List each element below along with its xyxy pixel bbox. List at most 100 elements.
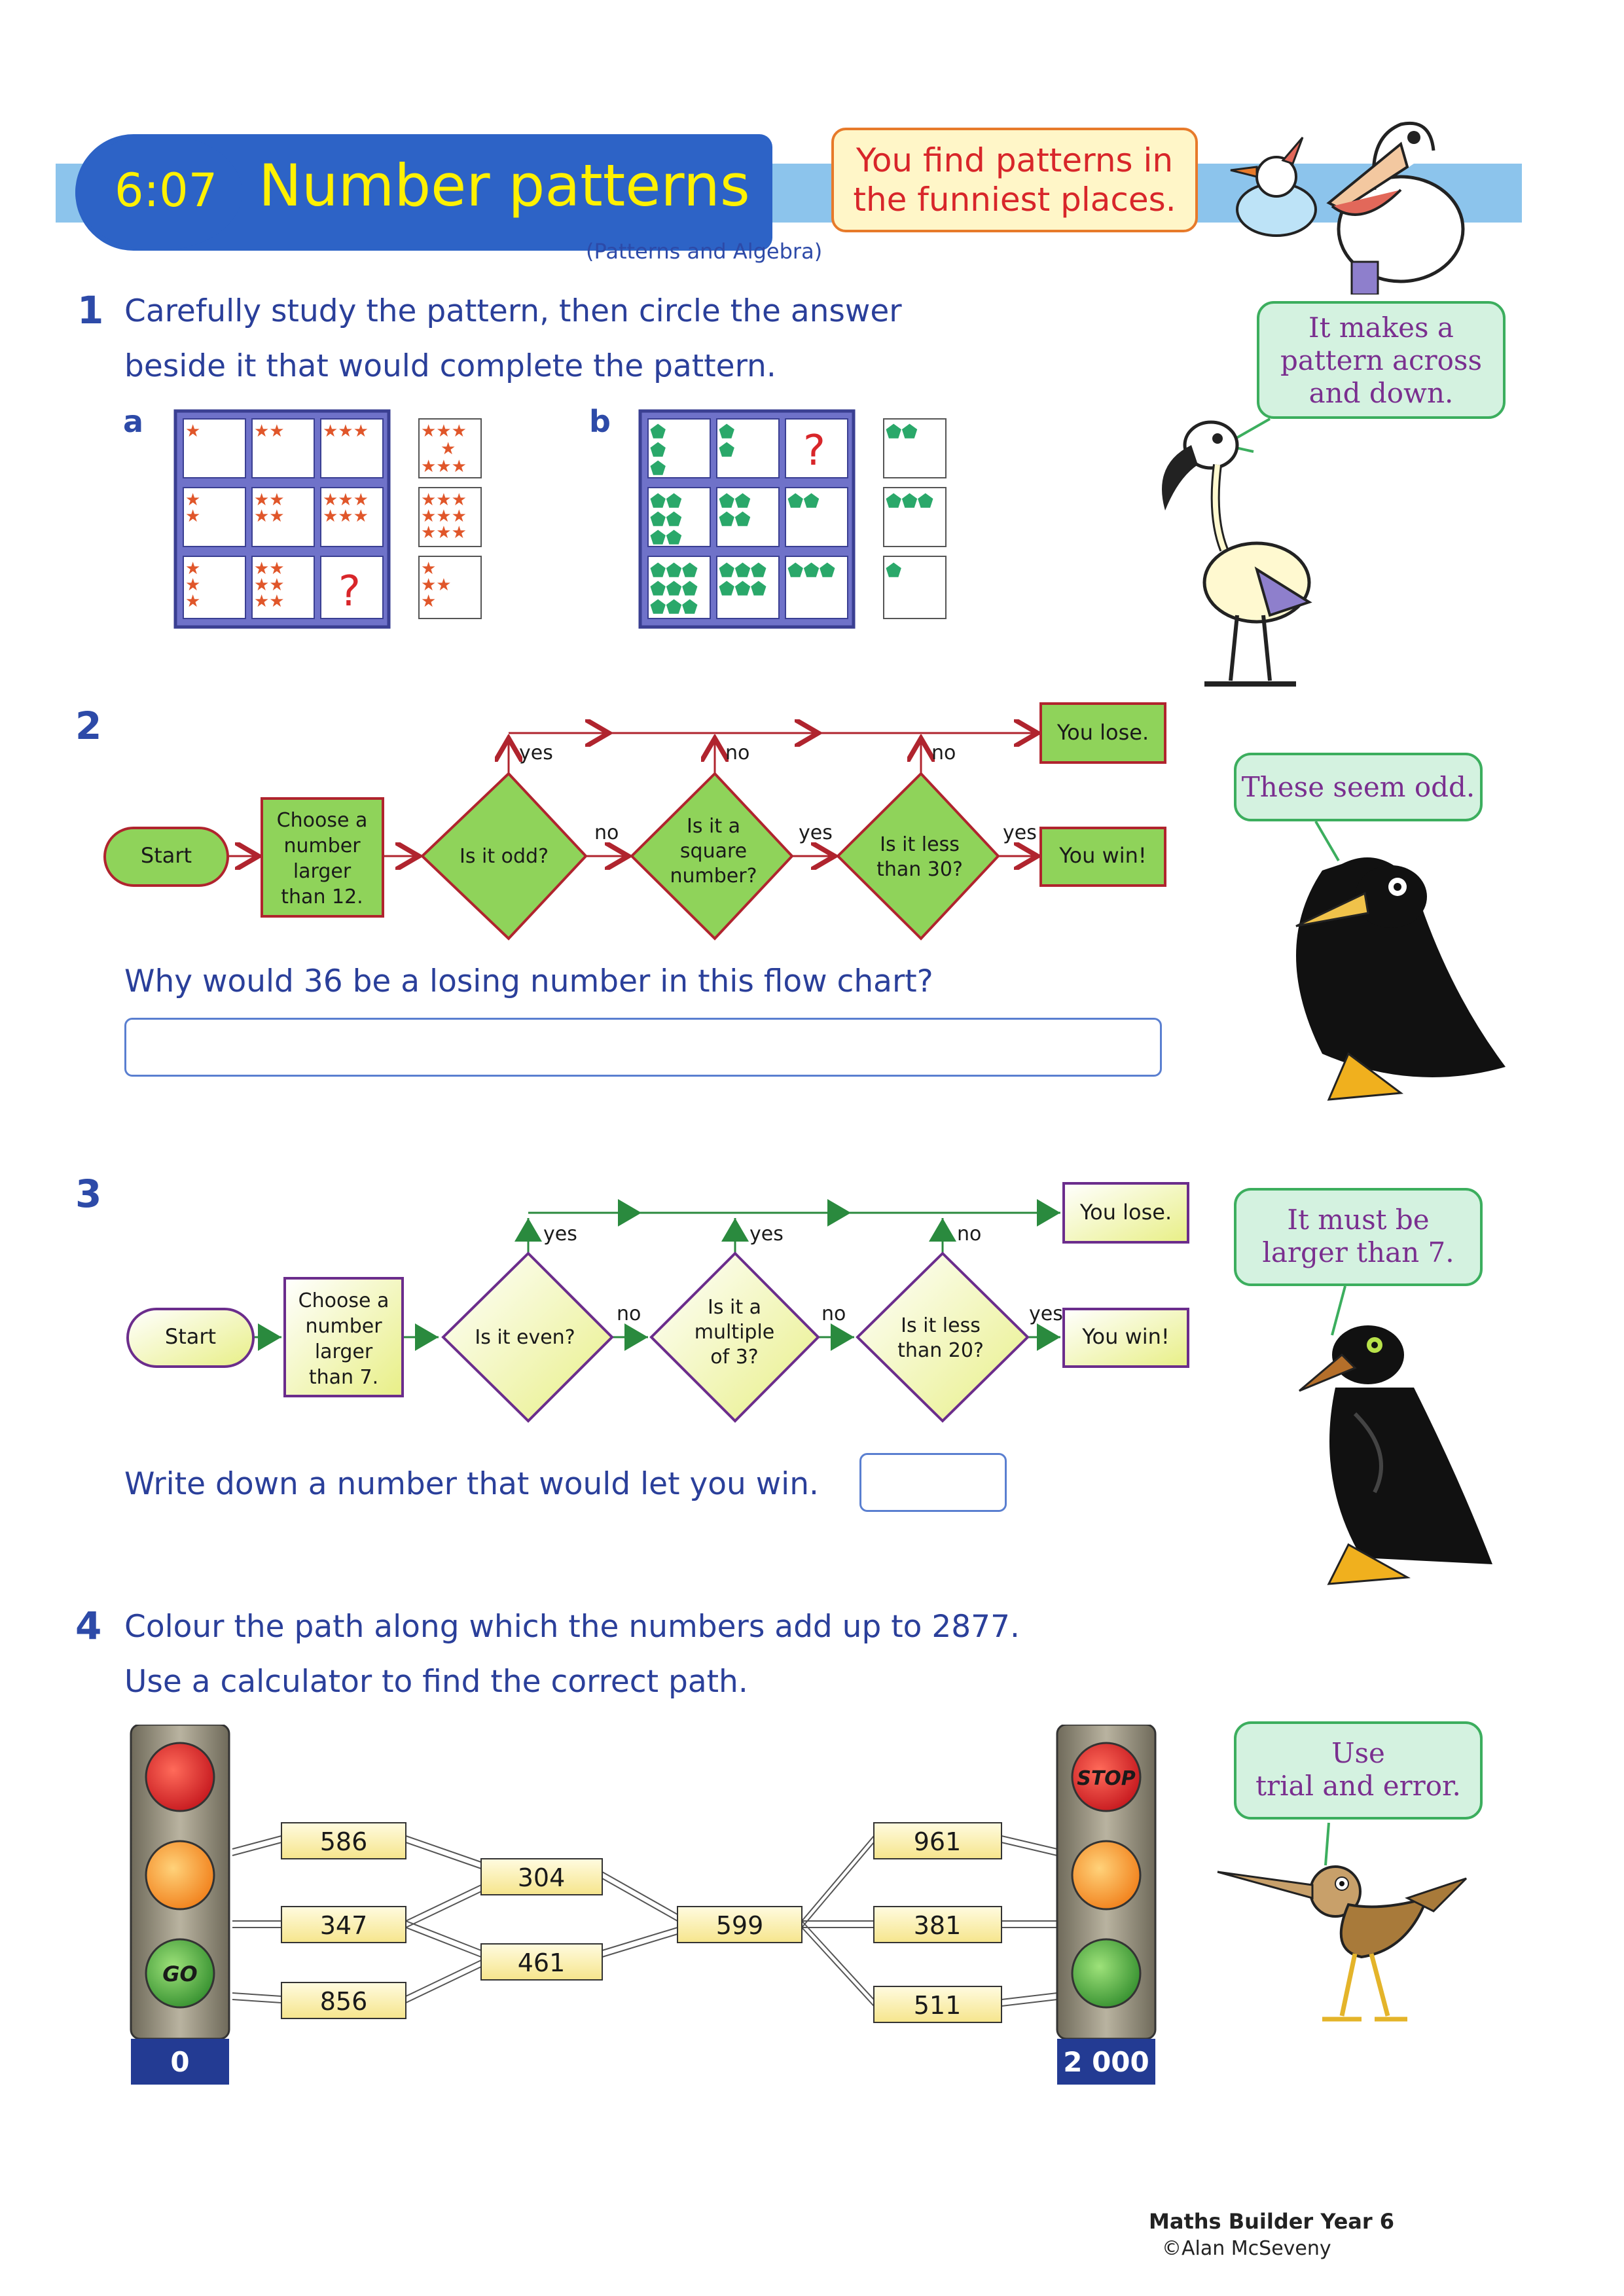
q2-decision-square-line: Is it a (687, 815, 740, 838)
target-value: 2 000 (1063, 2046, 1149, 2078)
q3-start-label: Start (165, 1324, 216, 1349)
section-code: 6:07 (115, 164, 218, 217)
bubble-line: It makes a (1308, 312, 1454, 344)
q2-choose-line: number (283, 834, 361, 857)
svg-text:★★★: ★★★ (323, 507, 369, 526)
q3-top-label: yes (749, 1223, 784, 1246)
svg-text:★★★: ★★★ (323, 422, 369, 441)
pattern-a-options (418, 418, 482, 619)
cormorant-illustration (1295, 820, 1506, 1101)
question-number-1: 1 (77, 288, 104, 332)
footer-author: ©Alan McSeveny (1162, 2237, 1331, 2260)
q3-lose-label: You lose. (1079, 1200, 1172, 1225)
q4-text-line2: Use a calculator to find the correct pat… (124, 1664, 748, 1700)
svg-text:⬟⬟: ⬟⬟ (787, 490, 820, 512)
q2-side-label: yes (799, 821, 833, 844)
q3-decision-even-label: Is it even? (475, 1326, 575, 1349)
header-callout-line: You find patterns in (856, 141, 1174, 179)
number-value: 961 (914, 1827, 962, 1856)
svg-text:★★★: ★★★ (421, 490, 467, 510)
q3-choose-line: than 7. (309, 1366, 378, 1389)
svg-text:⬟⬟: ⬟⬟ (650, 527, 682, 548)
q2-top-label: no (931, 742, 956, 764)
q3-start-node (126, 1308, 255, 1368)
q3-choose-line: larger (315, 1340, 373, 1363)
q3-decision-even (441, 1251, 614, 1423)
q2-choose-line: than 12. (281, 886, 363, 908)
number-box (281, 1906, 406, 1943)
stork-illustration (1162, 418, 1312, 687)
svg-text:★★: ★★ (254, 490, 285, 510)
bubble-line: trial and error. (1255, 1770, 1461, 1802)
right-green-lamp (1071, 1938, 1142, 2009)
q2-start-label: Start (141, 843, 192, 868)
q4-text-line1: Colour the path along which the numbers … (124, 1609, 1020, 1645)
svg-text:★★★: ★★★ (323, 490, 369, 510)
number-box (480, 1943, 603, 1981)
q1-text-line2: beside it that would complete the patter… (124, 348, 776, 384)
q3-decision-multiple3-line: of 3? (710, 1346, 758, 1369)
number-value: 347 (320, 1911, 368, 1940)
left-value-plate (131, 2039, 229, 2085)
bubble-line: pattern across (1280, 344, 1483, 376)
number-value: 381 (914, 1911, 962, 1940)
number-value: 461 (518, 1948, 566, 1977)
bubble-q4: Use trial and error. (1234, 1721, 1483, 1820)
svg-text:⬟⬟⬟: ⬟⬟⬟ (650, 578, 698, 600)
number-box (873, 1906, 1002, 1943)
left-red-lamp (145, 1742, 215, 1812)
svg-text:⬟⬟⬟: ⬟⬟⬟ (886, 490, 933, 512)
right-amber-lamp (1071, 1840, 1142, 1910)
pelican-illustration (1230, 121, 1465, 295)
svg-text:⬟⬟: ⬟⬟ (650, 490, 682, 512)
bubble-q3: It must be larger than 7. (1234, 1188, 1483, 1286)
number-value: 304 (518, 1863, 566, 1892)
q3-lose-node (1062, 1182, 1189, 1244)
q3-win-label: You win! (1081, 1324, 1170, 1349)
q3-choose-line: Choose a (298, 1289, 389, 1312)
q3-side-label: no (617, 1302, 641, 1325)
q2-top-label: no (725, 742, 749, 764)
svg-text:⬟⬟: ⬟⬟ (719, 490, 751, 512)
q3-side-label: yes (1029, 1302, 1063, 1325)
q2-answer-input[interactable] (124, 1018, 1162, 1077)
left-amber-lamp (145, 1840, 215, 1910)
svg-text:★★: ★★ (254, 592, 285, 611)
number-box (873, 1822, 1002, 1859)
q3-side-label: no (821, 1302, 846, 1325)
svg-text:⬟⬟: ⬟⬟ (719, 509, 751, 530)
svg-text:★: ★ (421, 592, 436, 611)
bubble-line: larger than 7. (1262, 1236, 1454, 1268)
svg-text:⬟⬟: ⬟⬟ (650, 509, 682, 530)
svg-text:⬟⬟⬟: ⬟⬟⬟ (719, 578, 767, 600)
header-callout: You find patterns in the funniest places… (831, 128, 1198, 232)
number-box (281, 1822, 406, 1859)
right-value-plate (1057, 2039, 1155, 2085)
right-red-lamp (1071, 1742, 1142, 1812)
header-callout-line: the funniest places. (853, 181, 1176, 219)
svg-text:★★★: ★★★ (421, 523, 467, 543)
q2-side-label: no (594, 821, 619, 844)
q1-label-a: a (123, 404, 144, 439)
q2-decision-odd-label: Is it odd? (460, 845, 549, 868)
q2-decision-odd (420, 772, 588, 941)
svg-text:⬟⬟⬟: ⬟⬟⬟ (787, 560, 835, 581)
q3-top-label: no (957, 1223, 981, 1246)
q2-choose-node (261, 797, 384, 918)
go-label: GO (162, 1962, 197, 1986)
question-number-3: 3 (75, 1172, 102, 1216)
number-box (873, 1986, 1002, 2023)
q2-decision-less30 (836, 772, 1000, 941)
svg-text:⬟⬟⬟: ⬟⬟⬟ (650, 560, 698, 581)
bubble-q2: These seem odd. (1234, 753, 1483, 821)
q2-decision-less30-line: than 30? (876, 858, 963, 881)
q3-answer-input[interactable] (859, 1453, 1007, 1512)
svg-text:★: ★ (185, 559, 200, 579)
q3-choose-line: number (305, 1315, 382, 1338)
svg-text:★★★: ★★★ (421, 457, 467, 476)
svg-text:★: ★ (421, 559, 436, 579)
svg-text:⬟: ⬟ (650, 457, 666, 479)
left-green-lamp (145, 1938, 215, 2009)
q3-decision-multiple3-line: multiple (695, 1321, 775, 1344)
q2-start-node (103, 827, 229, 887)
